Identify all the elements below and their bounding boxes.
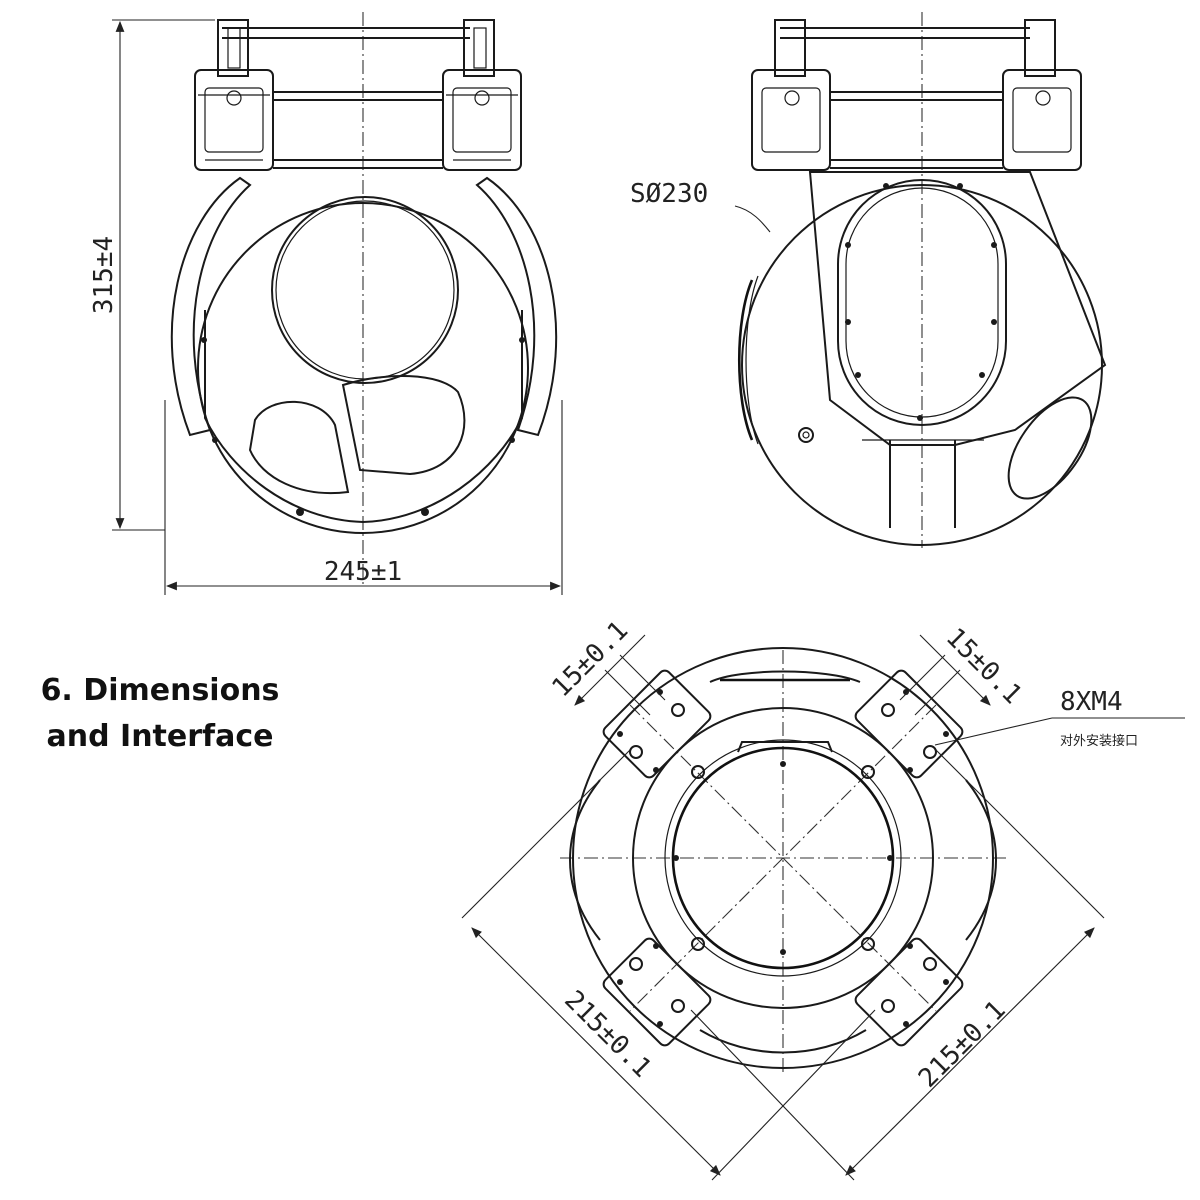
width-dimension: 245±1 xyxy=(164,400,563,595)
hole-offset-left-dimension: 15±0.1 xyxy=(547,616,666,716)
bottom-view xyxy=(560,647,1010,1075)
section-title-line1: 6. Dimensions xyxy=(40,673,280,708)
diag-left-label: 215±0.1 xyxy=(558,985,657,1084)
hole-offset-right-dimension: 15±0.1 xyxy=(899,623,1028,716)
section-title-line2: and Interface xyxy=(46,719,274,754)
section-title: 6. Dimensions and Interface xyxy=(30,668,290,760)
width-dimension-label: 245±1 xyxy=(324,557,402,587)
front-view xyxy=(170,12,558,585)
hole-offset-right-label: 15±0.1 xyxy=(940,623,1028,711)
sphere-dimension: SØ230 xyxy=(630,179,771,233)
side-view xyxy=(738,12,1107,548)
screw-callout: 8XM4 对外安装接口 xyxy=(934,687,1185,749)
screw-callout-note: 对外安装接口 xyxy=(1060,733,1138,749)
height-dimension: 315±4 xyxy=(89,19,215,531)
screw-callout-label: 8XM4 xyxy=(1060,687,1123,717)
height-dimension-label: 315±4 xyxy=(89,236,119,314)
sphere-dimension-label: SØ230 xyxy=(630,179,708,209)
